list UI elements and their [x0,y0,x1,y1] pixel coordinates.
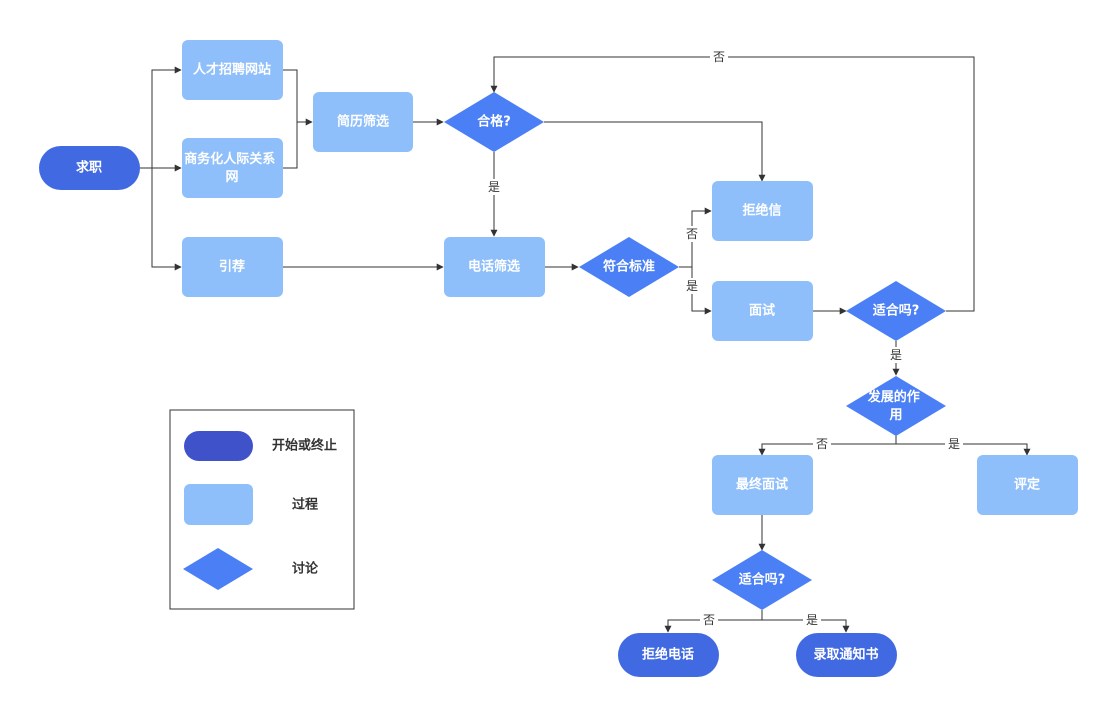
svg-text:电话筛选: 电话筛选 [468,259,520,275]
decision-shape [579,237,679,297]
decision-shape [846,376,946,436]
svg-text:人才招聘网站: 人才招聘网站 [193,62,271,78]
process-shape [712,181,813,241]
node-meets-standard: 符合标准 [579,237,679,297]
edge-label-yes-suitable1: 是 [890,348,902,362]
edge-label-yes-standard: 是 [686,279,698,293]
node-business-network-line1: 商务化人际关系 [184,151,275,167]
terminal-shape [796,633,897,677]
edge-label-yes-role: 是 [948,437,960,451]
node-role-development-line2: 用 [888,408,902,423]
svg-text:录取通知书: 录取通知书 [813,647,878,663]
svg-text:评定: 评定 [1014,477,1040,493]
legend-process-label: 过程 [292,497,318,513]
svg-text:合格?: 合格? [477,114,511,130]
node-resume-screen: 简历筛选 [313,92,413,152]
process-shape [182,40,283,100]
node-job-search: 求职 [39,146,140,190]
node-role-development: 发展的作 用 [846,376,946,436]
edge-role-to-evaluate [896,443,1031,456]
process-shape [182,138,283,198]
svg-text:拒绝信: 拒绝信 [742,203,781,219]
legend: 开始或终止 过程 讨论 [169,409,355,610]
decision-shape [846,281,946,341]
edge-suitable2-to-offer [762,619,850,633]
edge-job-to-talent-site [139,66,182,169]
edge-labels: 否 是 否 是 是 否 是 否 是 [485,50,963,627]
svg-text:适合吗?: 适合吗? [739,572,786,588]
process-shape [977,455,1078,515]
svg-text:发展的作 用: 发展的作 用 [867,389,925,423]
edge-business-network-to-resume [283,122,298,169]
edge-label-yes-qualified: 是 [488,180,500,194]
process-shape [182,237,283,297]
edge-label-no-suitable2: 否 [703,613,715,627]
process-shape [313,92,413,152]
legend-decision-label: 讨论 [292,561,319,577]
edge-job-to-referral [151,168,182,271]
node-qualified: 合格? [444,92,544,152]
process-shape [444,237,545,297]
nodes: 求职 人才招聘网站 商务化人际关系 网 引荐 简历筛选 合格? [39,40,1078,677]
node-referral: 引荐 [182,237,283,297]
process-shape [712,455,813,515]
node-suitable-2: 适合吗? [712,550,812,610]
node-interview: 面试 [712,281,813,341]
edge-label-no-role: 否 [816,437,828,451]
svg-text:符合标准: 符合标准 [603,259,655,275]
svg-text:简历筛选: 简历筛选 [337,114,389,130]
svg-text:引荐: 引荐 [219,259,245,275]
svg-text:适合吗?: 适合吗? [873,303,920,319]
legend-terminal-swatch [184,431,253,461]
node-phone-screen: 电话筛选 [444,237,545,297]
edge-talent-site-to-resume [283,69,313,126]
node-suitable-1: 适合吗? [846,281,946,341]
legend-decision-swatch [183,548,253,590]
terminal-shape [618,633,719,677]
edge-label-no-top: 否 [713,50,725,64]
node-business-network: 商务化人际关系 网 [182,138,283,198]
node-rejection-letter: 拒绝信 [712,181,813,241]
decision-shape [712,550,812,610]
terminal-shape [39,146,140,190]
svg-text:最终面试: 最终面试 [736,477,788,493]
svg-text:面试: 面试 [749,303,775,319]
edge-suitable1-no-loop [490,56,975,312]
node-evaluate: 评定 [977,455,1078,515]
svg-text:求职: 求职 [76,160,102,176]
node-reject-call: 拒绝电话 [618,633,719,677]
legend-process-swatch [184,484,253,525]
svg-text:拒绝电话: 拒绝电话 [642,647,694,663]
edge-label-yes-suitable2: 是 [806,613,818,627]
node-final-interview: 最终面试 [712,455,813,515]
legend-terminal-label: 开始或终止 [272,438,337,454]
process-shape [712,281,813,341]
decision-shape [444,92,544,152]
node-role-development-line1: 发展的作 [867,389,920,405]
edge-label-no-standard: 否 [686,227,698,241]
node-offer-letter: 录取通知书 [796,633,897,677]
node-talent-site: 人才招聘网站 [182,40,283,100]
node-business-network-line2: 网 [225,170,238,185]
svg-text:商务化人际关系 网: 商务化人际关系 网 [184,151,280,185]
edge-qualified-to-rejection [544,121,766,182]
